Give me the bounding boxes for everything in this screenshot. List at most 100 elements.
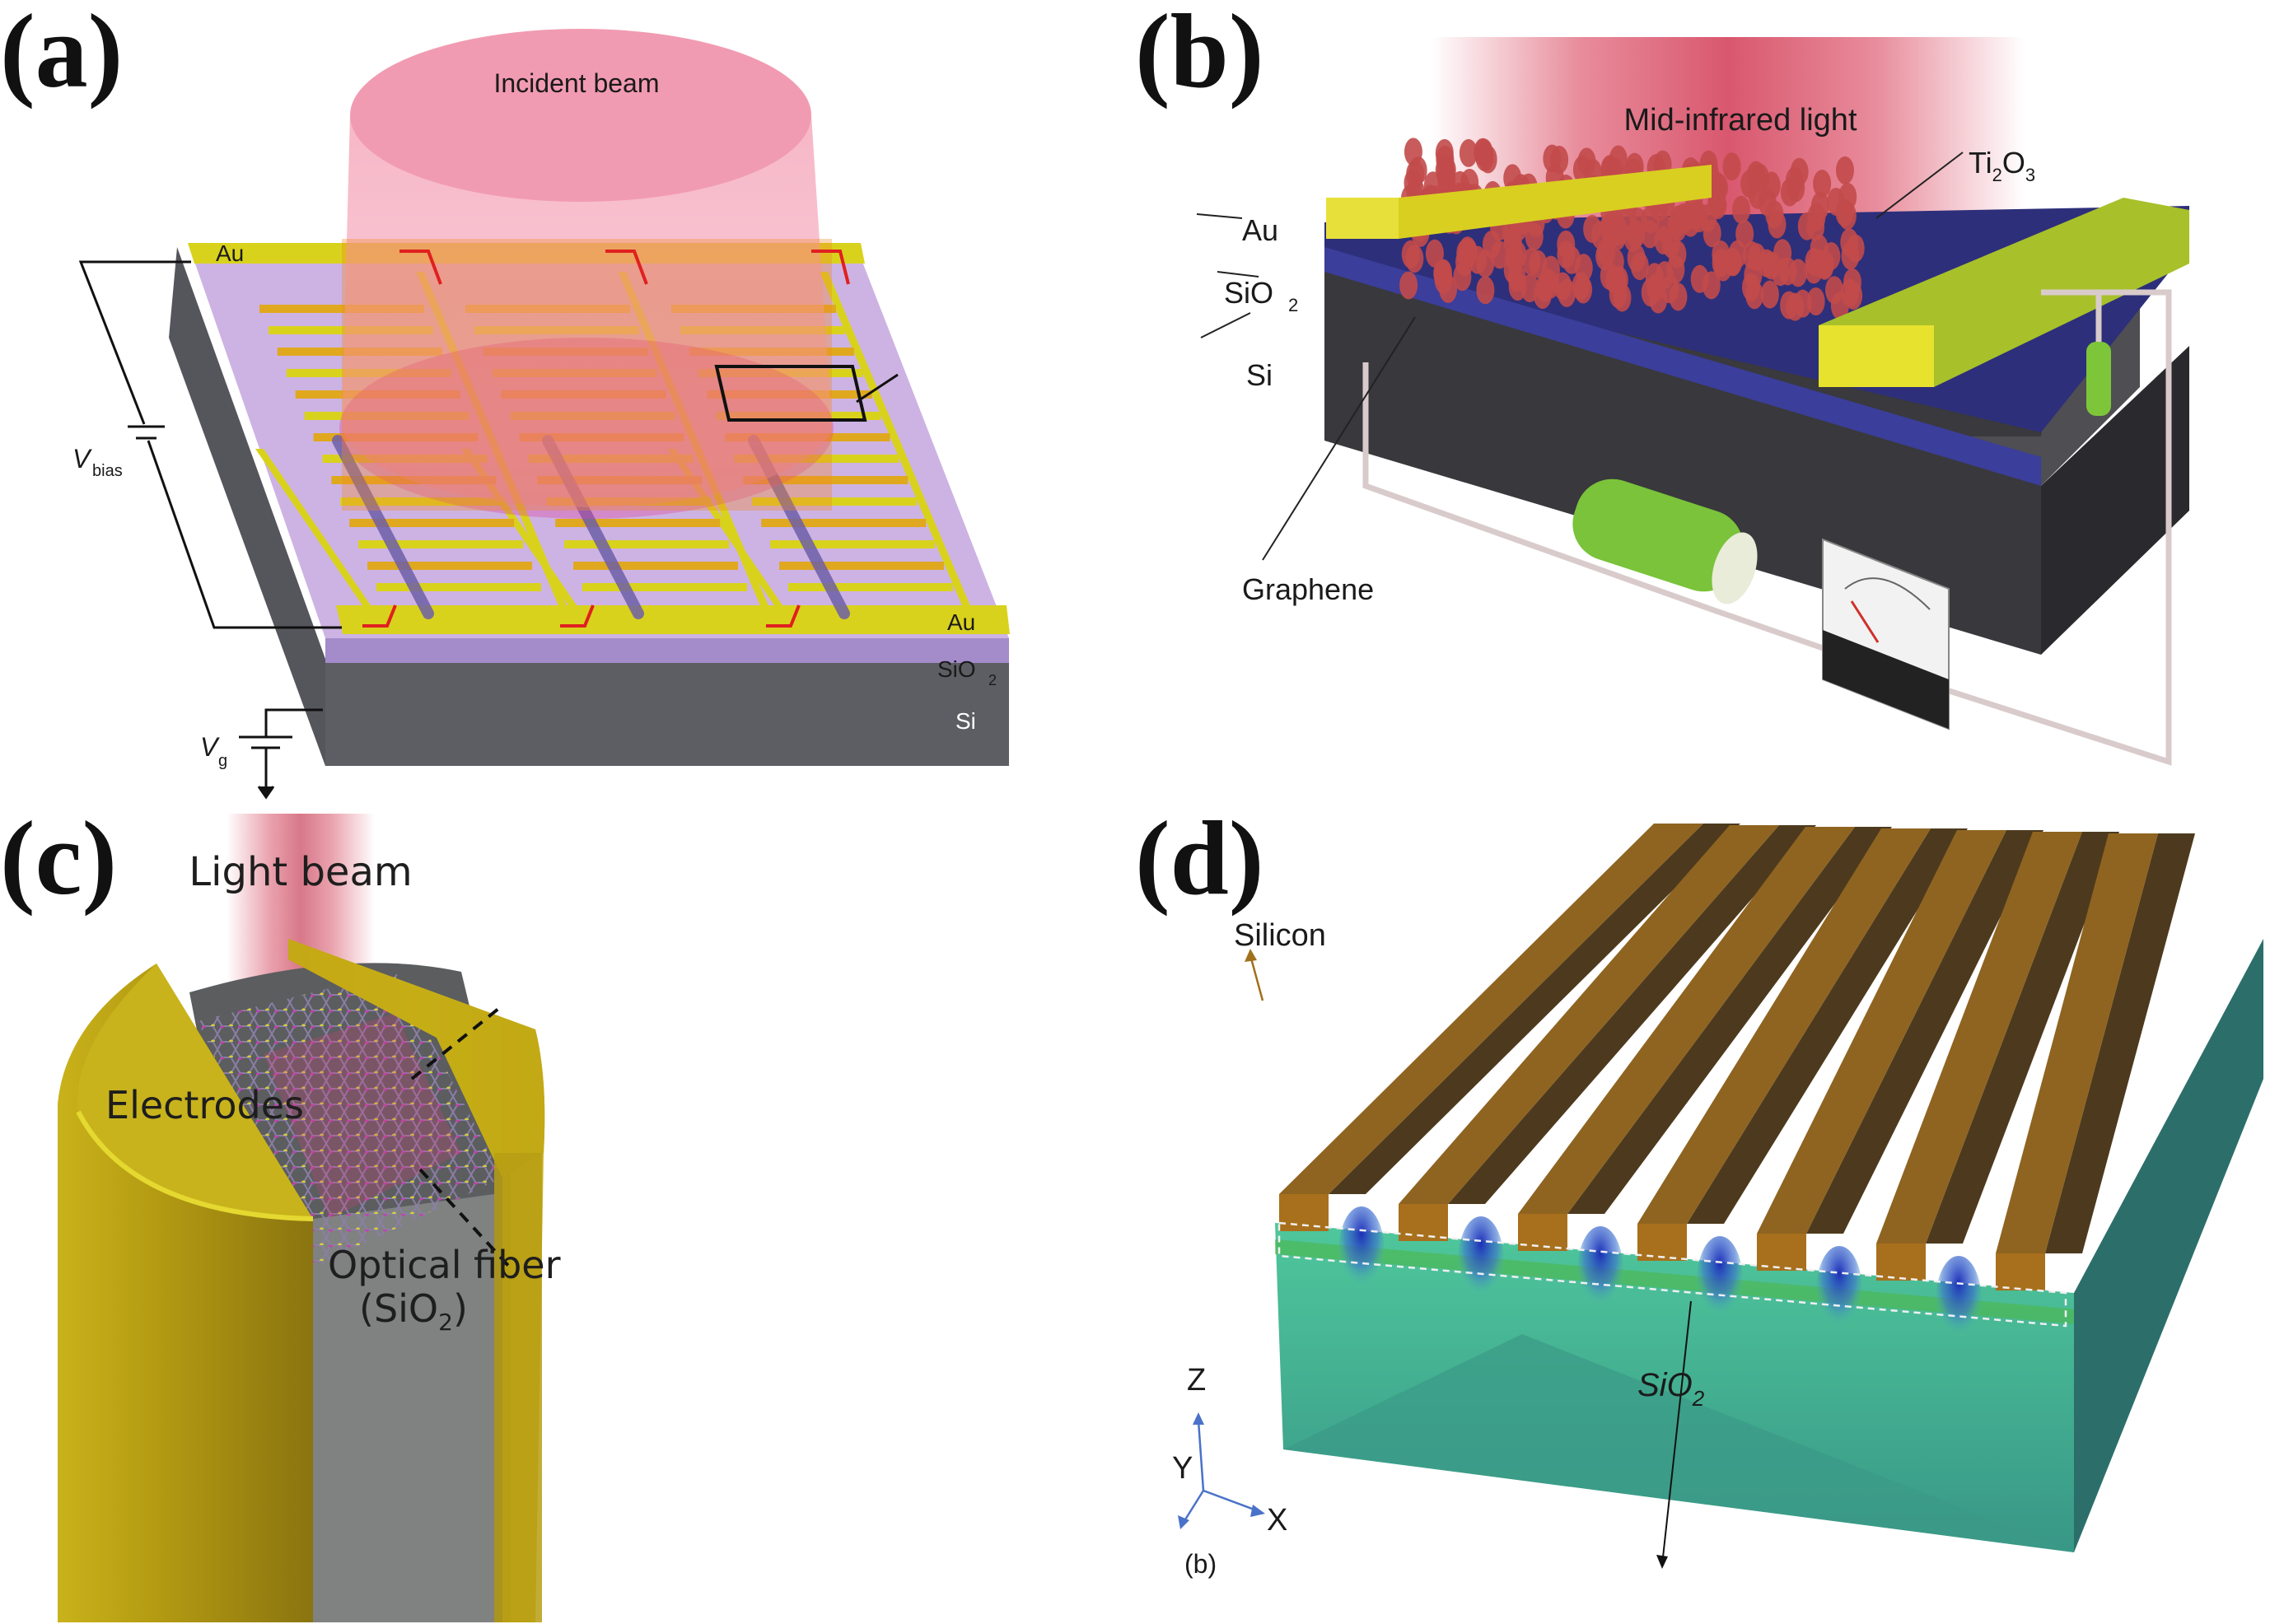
z-arrow-icon: [1193, 1412, 1204, 1425]
au-bottom-label: Au: [947, 609, 975, 635]
ti2o3-particle: [1825, 276, 1844, 305]
au-bottom-bar: [336, 605, 1010, 634]
ti2o3-particle: [1627, 220, 1646, 249]
axis-arrowheads: [1178, 1412, 1265, 1529]
ti2o3-particle: [1458, 236, 1477, 265]
ti2o3-particle: [1558, 278, 1576, 307]
beam-spot: [339, 338, 834, 519]
ti2o3-particle: [1757, 249, 1776, 278]
grating-side-face: [1876, 832, 2082, 1244]
panel-label-c: (c): [0, 807, 117, 917]
ti2o3-particle: [1805, 247, 1824, 276]
fiber-material-open: (SiO: [359, 1286, 438, 1331]
ti2o3-particle: [1490, 240, 1509, 269]
grating-side-face: [1279, 824, 1703, 1194]
arrow-icon: [560, 604, 595, 628]
arrow-icon: [811, 250, 850, 285]
au-left-electrode: [1326, 165, 1712, 239]
si-label: Si: [1246, 358, 1273, 392]
ti2o3-particle: [1609, 145, 1628, 174]
ammeter-base: [1823, 630, 1949, 729]
silicon-pointer: [1249, 954, 1264, 1001]
au-left-front: [1326, 198, 1399, 239]
ti2o3-mid: O: [2002, 146, 2025, 180]
panel-label-d: (d): [1135, 807, 1263, 917]
z-axis: [1197, 1420, 1205, 1491]
electrode-finger: [555, 519, 721, 527]
ti2o3-particle: [1789, 259, 1808, 287]
electrode-finger: [761, 519, 927, 527]
beam-label: Light beam: [189, 849, 412, 895]
ti2o3-particle: [1602, 221, 1621, 250]
ti2o3-particle: [1425, 239, 1444, 268]
ti2o3-particle: [1748, 180, 1767, 209]
grating-top-face: [1567, 827, 1892, 1214]
ti2o3-particle: [1399, 271, 1418, 300]
grating-top-face: [1806, 830, 2043, 1234]
ti2o3-sub2: 3: [2025, 165, 2035, 185]
ti2o3-particle: [1785, 166, 1804, 195]
beam-label: Mid-infrared light: [1624, 103, 1857, 138]
electrode-finger: [367, 562, 533, 570]
grating-front-face: [1996, 1253, 2045, 1290]
right-electrode-body: [288, 939, 545, 1622]
vg-subscript: g: [218, 752, 227, 770]
ti2o3-particle: [1722, 152, 1741, 181]
grating-front-face: [1637, 1224, 1687, 1261]
dashed-region-box: [1277, 1221, 2067, 1328]
field-arrow-icon: [1656, 1555, 1668, 1569]
ti2o3-particle: [1765, 200, 1784, 229]
ti2o3-particle: [1541, 270, 1560, 299]
electrodes-label: Electrodes: [105, 1083, 304, 1127]
au-top-label: Au: [216, 240, 244, 266]
x-axis: [1203, 1489, 1259, 1513]
inset-pointer: [856, 373, 899, 404]
battery-cylinder: [1572, 478, 1758, 604]
ti2o3-base: Ti: [1969, 146, 1992, 180]
y-axis: [1181, 1490, 1205, 1524]
panel-label-a: (a): [0, 0, 123, 110]
ti2o3-particle: [1476, 276, 1495, 305]
grating-top-face: [1448, 825, 1816, 1204]
ti2o3-particle: [1572, 156, 1591, 184]
leader-lines: [1196, 152, 1964, 561]
ground-arrow-icon: [257, 786, 275, 800]
incident-beam: [339, 29, 834, 519]
ti2o3-particle: [1574, 254, 1593, 282]
beam-label: Incident beam: [493, 68, 659, 98]
ti2o3-particle: [1760, 280, 1779, 309]
ti2o3-particle: [1690, 264, 1709, 293]
electrode-finger: [573, 562, 739, 570]
silicon-arrow-icon: [1245, 949, 1257, 962]
resistor: [2086, 342, 2111, 416]
ti2o3-particle: [1735, 220, 1754, 249]
sub-panel-label: (b): [1184, 1549, 1217, 1579]
arrow-icon: [605, 250, 648, 285]
ti2o3-particle: [1780, 291, 1799, 320]
ti2o3-particle: [1609, 266, 1628, 295]
graphene-strip: [332, 435, 434, 619]
sio2-sub: 2: [1692, 1386, 1705, 1411]
ti2o3-sub1: 2: [1992, 165, 2002, 185]
silicon-label: Silicon: [1234, 918, 1326, 953]
ti2o3-particle: [1835, 198, 1854, 227]
grating-front-face: [1876, 1244, 1926, 1281]
electrode-finger: [752, 497, 918, 506]
ti2o3-particle: [1844, 281, 1863, 310]
grating-top-face: [1329, 824, 1740, 1194]
electrode-finger: [340, 497, 506, 506]
bias-circuit: [78, 260, 342, 629]
2d-material-lattice: [198, 972, 502, 1268]
ti2o3-particle: [1503, 164, 1522, 193]
axis-triad: [1181, 1420, 1259, 1524]
grating-side-face: [1399, 825, 1779, 1204]
fiber-front: [313, 1194, 494, 1622]
si-label: Si: [955, 708, 976, 734]
ti2o3-particle: [1661, 230, 1680, 259]
electrode-finger: [358, 540, 524, 548]
fiber-material-label: (SiO2): [359, 1286, 468, 1336]
ti2o3-particle: [1689, 204, 1708, 233]
field-hotspot: [1697, 1236, 1743, 1327]
field-hotspot: [1577, 1226, 1623, 1317]
ti2o3-particle: [1742, 273, 1761, 301]
